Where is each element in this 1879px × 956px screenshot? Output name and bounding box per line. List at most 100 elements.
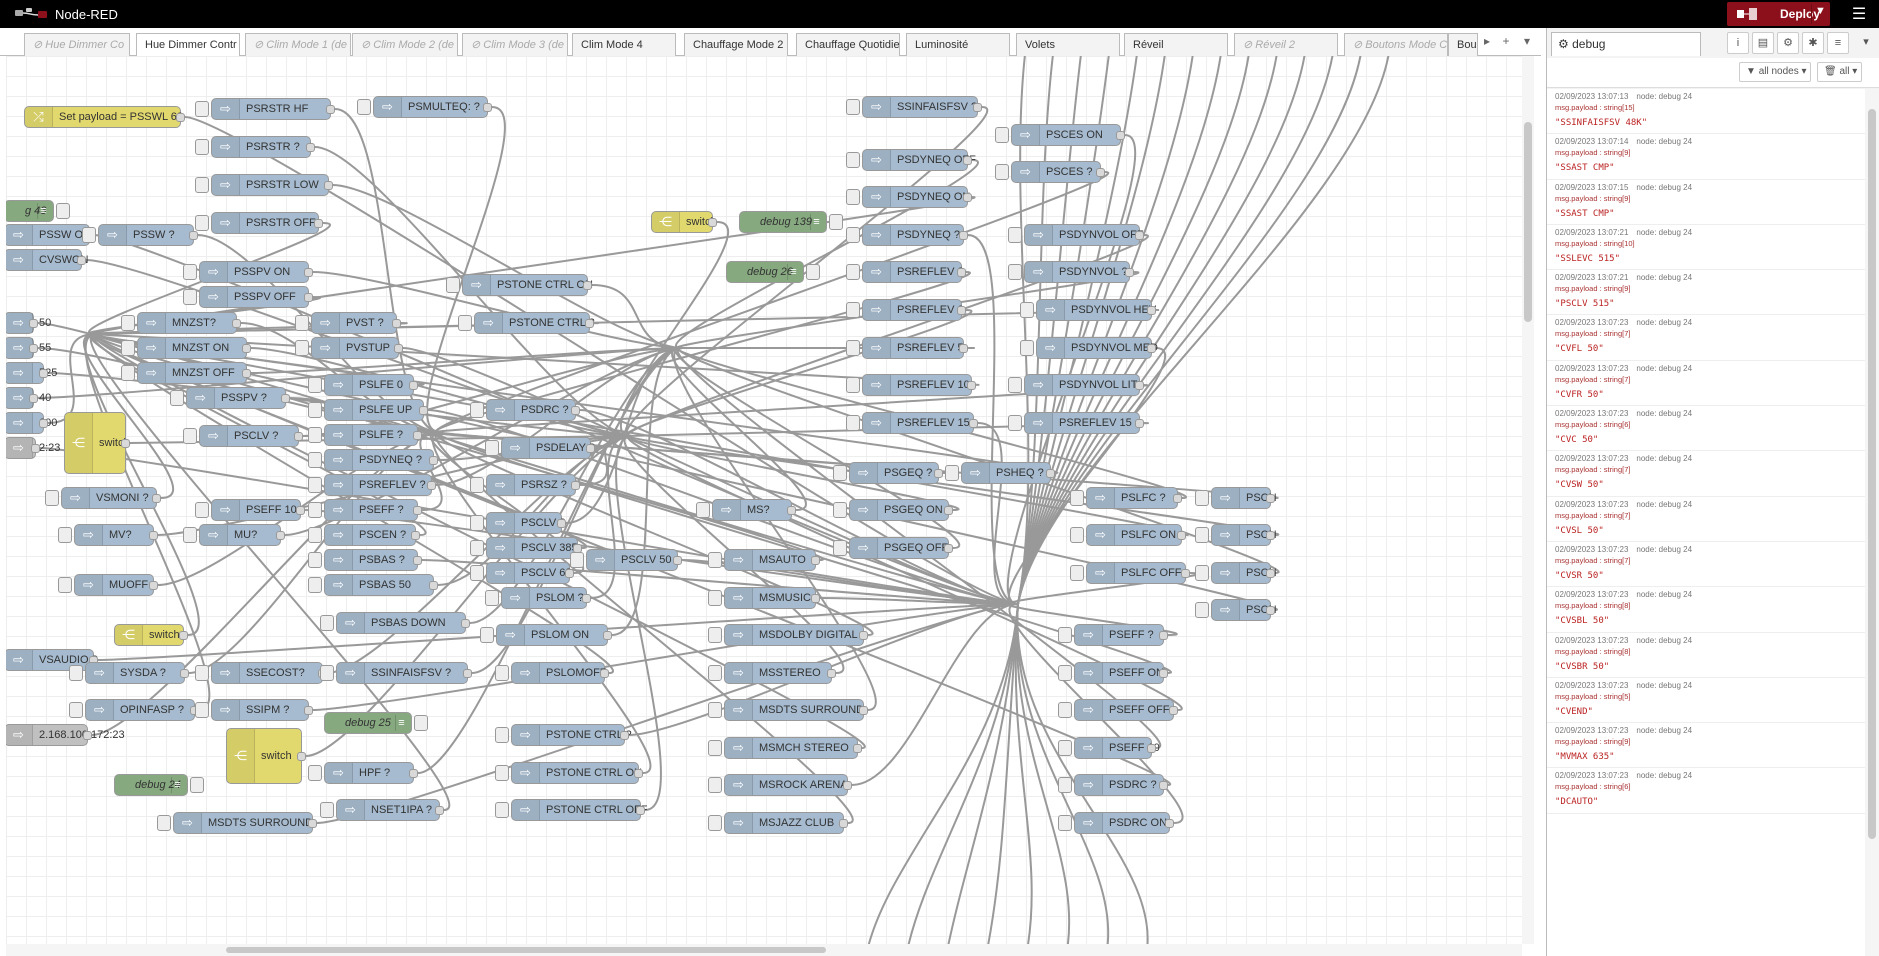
inject-node[interactable]: ⇨PSGEQ ? xyxy=(833,462,943,484)
tab-1[interactable]: Hue Dimmer Contr xyxy=(136,33,240,57)
inject-node[interactable]: ⇨PSRSZ ? xyxy=(470,474,580,496)
gear-icon[interactable]: ⚙ xyxy=(1777,32,1799,54)
message-node[interactable]: node: debug 24 xyxy=(1636,499,1693,509)
inject-trigger-button[interactable] xyxy=(320,665,334,681)
inject-node[interactable]: ⇨PSTONE CTRL ? xyxy=(495,724,632,746)
output-port[interactable] xyxy=(314,219,323,228)
inject-trigger-button[interactable] xyxy=(320,802,334,818)
message-node[interactable]: node: debug 24 xyxy=(1636,635,1693,645)
canvas-vertical-scrollbar[interactable] xyxy=(1522,56,1534,944)
message-value[interactable]: "CVSR 50" xyxy=(1555,570,1604,581)
message-value[interactable]: "SSINFAISFSV 48K" xyxy=(1555,118,1648,128)
message-value[interactable]: "CVSBR 50" xyxy=(1555,661,1610,672)
output-port[interactable] xyxy=(1169,706,1178,715)
inject-trigger-button[interactable] xyxy=(183,527,197,543)
inject-trigger-button[interactable] xyxy=(495,765,509,781)
output-port[interactable] xyxy=(306,143,315,152)
inject-trigger-button[interactable] xyxy=(945,465,959,481)
message-value[interactable]: "SSAST CMP" xyxy=(1555,208,1615,219)
output-port[interactable] xyxy=(189,231,198,240)
inject-trigger-button[interactable] xyxy=(357,99,371,115)
inject-node[interactable]: ⇨PSDELAY ? xyxy=(485,437,595,459)
output-port[interactable] xyxy=(620,731,629,740)
output-port[interactable] xyxy=(435,806,444,815)
output-port[interactable] xyxy=(1135,419,1144,428)
inject-node[interactable]: ⇨PSEFF 10 xyxy=(1058,737,1160,759)
inject-trigger-button[interactable] xyxy=(485,440,499,456)
output-port[interactable] xyxy=(179,631,188,640)
output-port[interactable] xyxy=(427,481,436,490)
inject-trigger-button[interactable] xyxy=(1195,527,1209,543)
inject-node[interactable]: ⇨PSLOM ? xyxy=(485,587,591,609)
output-port[interactable] xyxy=(963,156,972,165)
inject-node[interactable]: ⇨PSREFLEV ? xyxy=(846,261,966,283)
inject-trigger-button[interactable] xyxy=(1058,815,1072,831)
output-port[interactable] xyxy=(419,406,428,415)
inject-trigger-button[interactable] xyxy=(846,227,860,243)
message-node[interactable]: node: debug 24 xyxy=(1636,771,1693,781)
message-node[interactable]: node: debug 24 xyxy=(1636,680,1693,690)
inject-trigger-button[interactable] xyxy=(846,415,860,431)
inject-node[interactable]: ⇨PSEFF ? xyxy=(308,499,422,521)
output-port[interactable] xyxy=(1159,669,1168,678)
message-value[interactable]: "CVSL 50" xyxy=(1555,525,1604,536)
book-icon[interactable]: ▤ xyxy=(1752,32,1774,54)
inject-node[interactable]: ⇨MU? xyxy=(183,524,285,546)
inject-trigger-button[interactable] xyxy=(295,340,309,356)
inject-trigger-button[interactable] xyxy=(470,515,484,531)
inject-trigger-button[interactable] xyxy=(1195,602,1209,618)
tab-4[interactable]: ⊘ Clim Mode 3 (de xyxy=(462,33,568,56)
inject-trigger-button[interactable] xyxy=(121,315,135,331)
switch-node[interactable]: ⋲switch xyxy=(64,412,130,474)
output-port[interactable] xyxy=(39,369,48,378)
inject-trigger-button[interactable] xyxy=(833,465,847,481)
inject-node[interactable]: ⇨HPF ? xyxy=(308,762,418,784)
message-value[interactable]: "SSLEVC 515" xyxy=(1555,253,1621,264)
inject-trigger-button[interactable] xyxy=(1058,740,1072,756)
inject-node[interactable]: ⇨PSCN xyxy=(1195,562,1277,584)
inject-trigger-button[interactable] xyxy=(833,502,847,518)
inject-node[interactable]: ⇨PSDYNVOL HEV xyxy=(1020,299,1156,321)
output-port[interactable] xyxy=(586,444,595,453)
output-port[interactable] xyxy=(959,344,968,353)
output-port[interactable] xyxy=(276,531,285,540)
inject-trigger-button[interactable] xyxy=(470,540,484,556)
inject-trigger-button[interactable] xyxy=(1008,415,1022,431)
inject-trigger-button[interactable] xyxy=(195,177,209,193)
debug-toggle-button[interactable] xyxy=(414,715,428,731)
output-port[interactable] xyxy=(944,544,953,553)
output-port[interactable] xyxy=(242,369,251,378)
inject-trigger-button[interactable] xyxy=(1008,377,1022,393)
tab-debug[interactable]: ⚙ debug xyxy=(1551,32,1701,56)
inject-trigger-button[interactable] xyxy=(1008,264,1022,280)
inject-node[interactable]: ⇨PSTONE CTRL ON xyxy=(446,274,593,296)
scroll-thumb[interactable] xyxy=(1868,109,1876,839)
inject-trigger-button[interactable] xyxy=(308,765,322,781)
inject-trigger-button[interactable] xyxy=(1058,627,1072,643)
output-port[interactable] xyxy=(149,581,158,590)
inject-trigger-button[interactable] xyxy=(308,527,322,543)
inject-node[interactable]: ⇨PSEFF 10 xyxy=(195,499,305,521)
inject-node[interactable]: ⇨PSREFLEV ? xyxy=(308,474,436,496)
inject-node[interactable]: ⇨PSTONE CTRL ? xyxy=(458,312,595,334)
output-port[interactable] xyxy=(149,531,158,540)
output-port[interactable] xyxy=(39,419,48,428)
inject-trigger-button[interactable] xyxy=(121,340,135,356)
output-port[interactable] xyxy=(582,594,591,603)
inject-node[interactable]: ⇨PSGEQ ON xyxy=(833,499,953,521)
output-port[interactable] xyxy=(29,394,38,403)
inject-trigger-button[interactable] xyxy=(708,740,722,756)
tab-2[interactable]: ⊘ Clim Mode 1 (de xyxy=(245,33,351,56)
inject-node[interactable]: ⇨PSLFE 0 xyxy=(308,374,418,396)
tab-10[interactable]: Réveil xyxy=(1124,33,1228,56)
inject-trigger-button[interactable] xyxy=(708,777,722,793)
inject-node[interactable]: ⇨SSINFAISFSV ? xyxy=(320,662,472,684)
output-port[interactable] xyxy=(1147,744,1156,753)
inject-node[interactable]: ⇨PSRSTR ? xyxy=(195,136,315,158)
context-data-icon[interactable]: ≡ xyxy=(1827,32,1849,54)
inject-trigger-button[interactable] xyxy=(995,164,1009,180)
output-port[interactable] xyxy=(152,494,161,503)
